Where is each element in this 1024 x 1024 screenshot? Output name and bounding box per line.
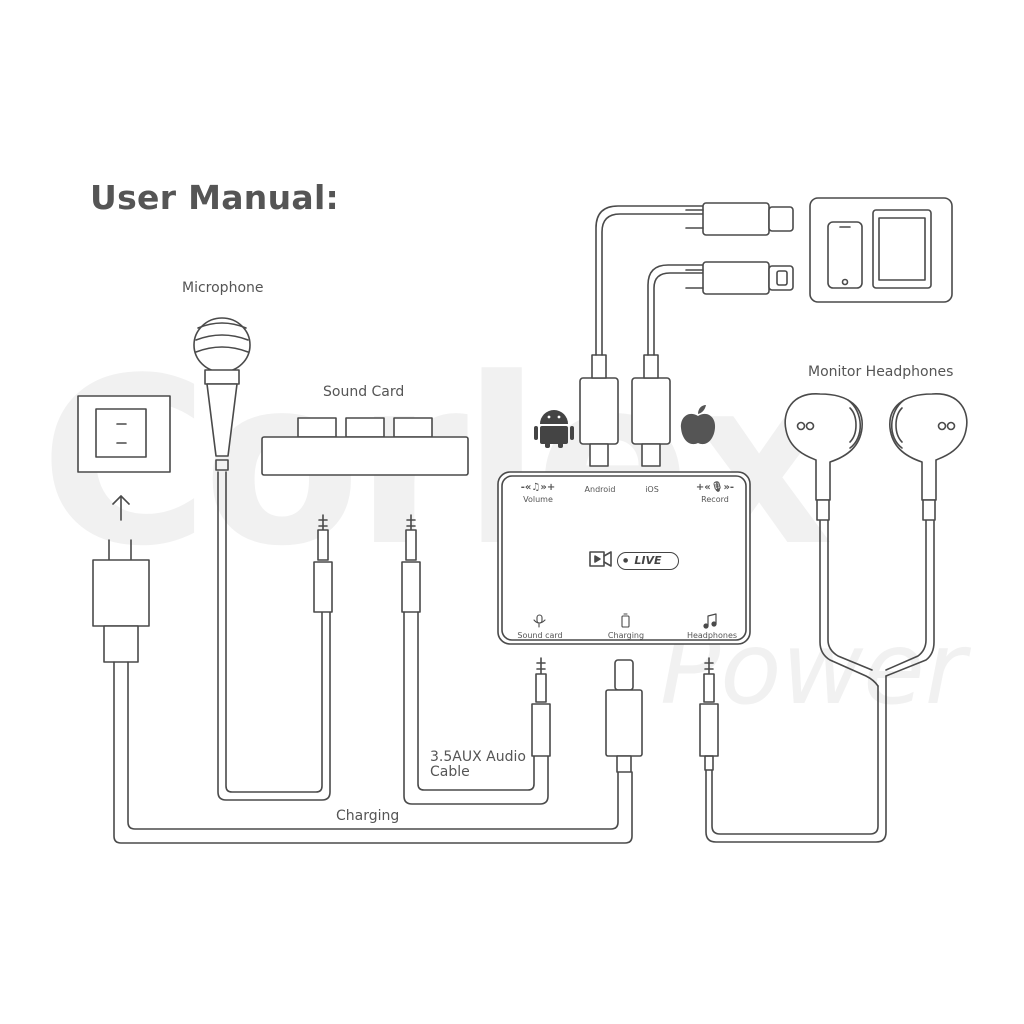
page-title: User Manual: xyxy=(90,178,340,217)
arrow-up-icon xyxy=(112,495,130,521)
volume-label: Volume xyxy=(523,495,553,504)
usb-c-plug xyxy=(685,202,794,236)
ios-port-label: iOS xyxy=(645,485,659,494)
volume-controls: -«♫»+ xyxy=(520,482,556,493)
microphone-icon xyxy=(193,317,251,471)
aux-cable-label: 3.5AUX Audio Cable xyxy=(430,750,526,780)
lightning-plug xyxy=(685,261,794,295)
monitor-headphones-label: Monitor Headphones xyxy=(808,364,954,380)
android-cable xyxy=(595,205,704,356)
aux-audio-cable xyxy=(403,611,549,805)
power-adapter-icon xyxy=(92,539,150,663)
music-note-icon xyxy=(703,613,717,629)
headphones-port-label: Headphones xyxy=(686,631,738,640)
aux-cable-label-line1: 3.5AUX Audio xyxy=(430,749,526,765)
sound-card-port-label: Sound card xyxy=(517,631,563,640)
microphone-label: Microphone xyxy=(182,280,264,296)
earbud-right-icon xyxy=(889,393,968,521)
sound-card-jack-right xyxy=(401,514,421,613)
microphone-port-icon xyxy=(533,614,546,628)
android-connector xyxy=(579,354,619,467)
wall-socket-icon xyxy=(77,395,171,473)
sound-card-output-jack xyxy=(531,657,551,757)
sound-card-device xyxy=(261,417,469,476)
microphone-cable xyxy=(217,471,331,801)
charging-port-label: Charging xyxy=(607,631,645,640)
record-label: Record xyxy=(701,495,729,504)
phone-tablet-icon xyxy=(809,197,953,303)
apple-icon xyxy=(680,405,716,445)
battery-icon xyxy=(621,613,630,628)
headphones-output-jack xyxy=(699,657,719,771)
sound-card-label: Sound Card xyxy=(323,384,405,400)
android-icon xyxy=(534,410,574,448)
ios-cable xyxy=(647,264,704,356)
aux-cable-label-line2: Cable xyxy=(430,764,470,780)
sound-card-jack-left xyxy=(313,514,333,613)
android-port-label: Android xyxy=(584,485,616,494)
record-controls: +«🎙»- xyxy=(695,482,735,493)
charging-label: Charging xyxy=(336,808,400,824)
charging-cable xyxy=(113,661,633,844)
live-camera-icon xyxy=(589,551,612,567)
ios-connector xyxy=(631,354,671,467)
headphones-cable xyxy=(705,675,887,843)
earbud-left-icon xyxy=(784,393,863,521)
live-badge: LIVE xyxy=(617,552,679,570)
charging-input-plug xyxy=(605,659,643,773)
